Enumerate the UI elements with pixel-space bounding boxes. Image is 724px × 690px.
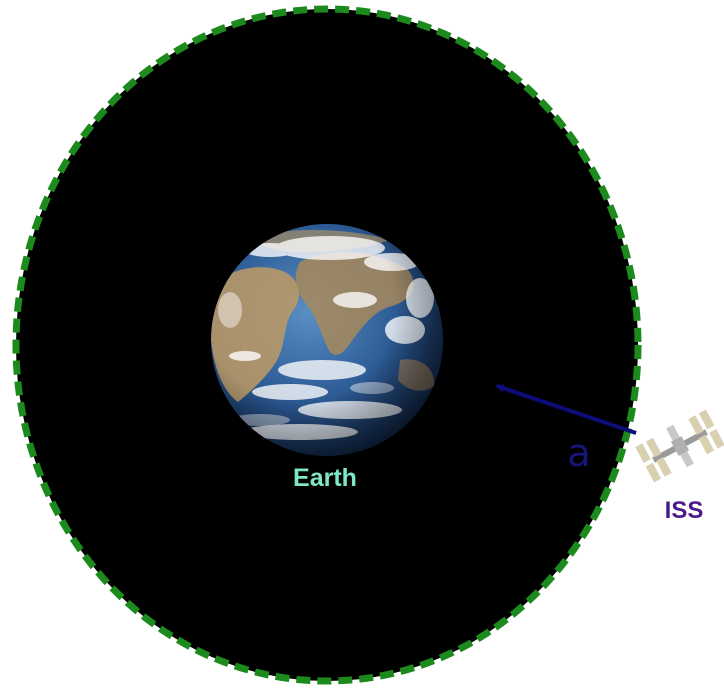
iss-orbit-path xyxy=(12,5,642,685)
iss-label: ISS xyxy=(665,497,704,524)
earth-globe-icon xyxy=(211,224,443,456)
radius-label: a xyxy=(567,431,590,475)
space-station-icon xyxy=(635,409,724,483)
radius-arrow xyxy=(495,384,637,435)
earth-label: Earth xyxy=(293,464,357,492)
